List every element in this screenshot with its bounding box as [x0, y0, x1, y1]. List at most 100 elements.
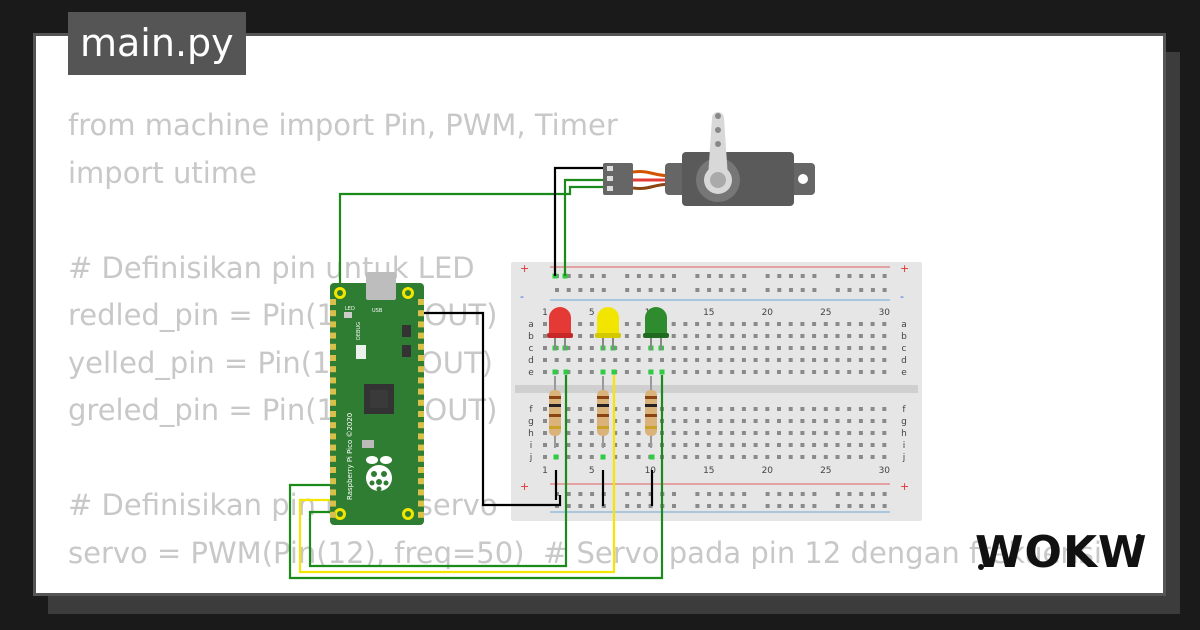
breadboard-hole[interactable] — [812, 346, 817, 350]
breadboard-hole[interactable] — [578, 443, 583, 447]
breadboard-hole[interactable] — [847, 419, 852, 423]
breadboard-hole[interactable] — [800, 492, 805, 496]
pico-pin[interactable] — [330, 478, 336, 485]
breadboard-hole[interactable] — [789, 274, 793, 278]
breadboard-hole[interactable] — [777, 358, 781, 362]
breadboard-hole[interactable] — [671, 407, 676, 411]
breadboard-hole[interactable] — [859, 492, 864, 496]
breadboard-hole[interactable] — [742, 274, 747, 278]
breadboard-hole[interactable] — [812, 358, 817, 362]
breadboard-hole[interactable] — [672, 274, 676, 278]
breadboard-hole[interactable] — [765, 431, 770, 435]
breadboard-hole[interactable] — [788, 322, 793, 326]
breadboard-hole[interactable] — [718, 431, 723, 435]
breadboard-hole[interactable] — [566, 419, 571, 423]
breadboard-hole[interactable] — [788, 370, 793, 374]
pico-pin[interactable] — [418, 377, 424, 384]
breadboard-hole[interactable] — [870, 370, 875, 374]
breadboard-hole[interactable] — [624, 419, 629, 423]
breadboard-hole[interactable] — [566, 346, 571, 350]
breadboard-hole[interactable] — [718, 407, 723, 411]
breadboard-hole[interactable] — [741, 346, 746, 350]
breadboard-hole[interactable] — [835, 322, 840, 326]
breadboard-hole[interactable] — [741, 419, 746, 423]
breadboard-hole[interactable] — [882, 346, 887, 350]
breadboard-hole[interactable] — [695, 288, 700, 292]
breadboard-hole[interactable] — [847, 322, 852, 326]
breadboard-hole[interactable] — [589, 455, 594, 459]
breadboard-hole[interactable] — [578, 431, 583, 435]
pico-pin[interactable] — [418, 299, 424, 305]
pico-pin[interactable] — [418, 511, 424, 518]
breadboard-hole[interactable] — [741, 443, 746, 447]
breadboard-hole[interactable] — [624, 455, 629, 459]
breadboard-hole[interactable] — [695, 346, 700, 350]
breadboard-hole[interactable] — [718, 455, 723, 459]
breadboard-hole[interactable] — [648, 492, 653, 496]
breadboard-hole[interactable] — [859, 504, 864, 508]
breadboard-hole[interactable] — [835, 419, 840, 423]
breadboard-hole[interactable] — [741, 455, 746, 459]
breadboard-hole[interactable] — [882, 288, 887, 292]
breadboard-hole[interactable] — [671, 370, 676, 374]
breadboard-hole[interactable] — [812, 370, 817, 374]
breadboard-hole[interactable] — [858, 455, 863, 459]
breadboard-hole[interactable] — [706, 334, 711, 338]
breadboard-hole[interactable] — [812, 455, 817, 459]
breadboard-hole[interactable] — [730, 322, 735, 326]
breadboard-hole[interactable] — [753, 419, 758, 423]
breadboard-hole[interactable] — [671, 346, 676, 350]
breadboard-hole[interactable] — [695, 274, 700, 278]
breadboard-hole[interactable] — [812, 274, 817, 278]
breadboard-hole[interactable] — [812, 504, 817, 508]
breadboard-hole[interactable] — [718, 492, 723, 496]
breadboard-hole[interactable] — [624, 407, 629, 411]
breadboard-hole[interactable] — [847, 370, 852, 374]
pico-pin[interactable] — [418, 467, 424, 473]
breadboard-hole[interactable] — [578, 334, 583, 338]
breadboard-hole[interactable] — [706, 346, 711, 350]
pico-pin[interactable] — [418, 388, 424, 395]
breadboard-hole[interactable] — [695, 334, 700, 338]
breadboard-hole[interactable] — [671, 419, 676, 423]
breadboard-hole[interactable] — [566, 443, 571, 447]
breadboard-hole[interactable] — [695, 504, 700, 508]
breadboard-hole[interactable] — [835, 492, 840, 496]
breadboard-hole[interactable] — [882, 334, 887, 338]
breadboard-hole[interactable] — [858, 443, 863, 447]
pico-pin[interactable] — [330, 321, 336, 328]
pico-pin[interactable] — [330, 489, 336, 496]
breadboard-hole[interactable] — [753, 346, 758, 350]
pico-pin[interactable] — [330, 355, 336, 361]
breadboard-hole[interactable] — [882, 370, 887, 374]
breadboard-hole[interactable] — [613, 431, 618, 435]
led-yellow[interactable] — [595, 307, 621, 350]
breadboard-hole[interactable] — [741, 431, 746, 435]
breadboard-hole[interactable] — [742, 288, 747, 292]
breadboard-hole[interactable] — [589, 443, 594, 447]
breadboard-hole[interactable] — [706, 358, 711, 362]
breadboard-hole[interactable] — [707, 504, 712, 508]
breadboard-hole[interactable] — [625, 504, 630, 508]
breadboard-hole[interactable] — [543, 407, 547, 411]
breadboard-hole[interactable] — [730, 431, 735, 435]
breadboard-hole[interactable] — [753, 334, 758, 338]
breadboard-hole[interactable] — [800, 346, 805, 350]
breadboard-hole[interactable] — [788, 455, 793, 459]
pico-pin[interactable] — [418, 399, 424, 406]
breadboard-hole[interactable] — [765, 288, 770, 292]
breadboard-hole[interactable] — [578, 322, 583, 326]
breadboard-hole[interactable] — [870, 346, 875, 350]
breadboard-hole[interactable] — [741, 322, 746, 326]
breadboard-hole[interactable] — [624, 370, 629, 374]
pico-pin[interactable] — [330, 511, 336, 518]
breadboard-hole[interactable] — [753, 322, 758, 326]
breadboard-hole[interactable] — [858, 419, 863, 423]
breadboard-hole[interactable] — [683, 419, 688, 423]
breadboard-hole[interactable] — [823, 455, 828, 459]
breadboard-hole[interactable] — [847, 358, 852, 362]
breadboard-hole[interactable] — [777, 370, 781, 374]
breadboard-hole[interactable] — [648, 358, 653, 362]
breadboard-hole[interactable] — [777, 274, 782, 278]
breadboard-hole[interactable] — [695, 358, 700, 362]
